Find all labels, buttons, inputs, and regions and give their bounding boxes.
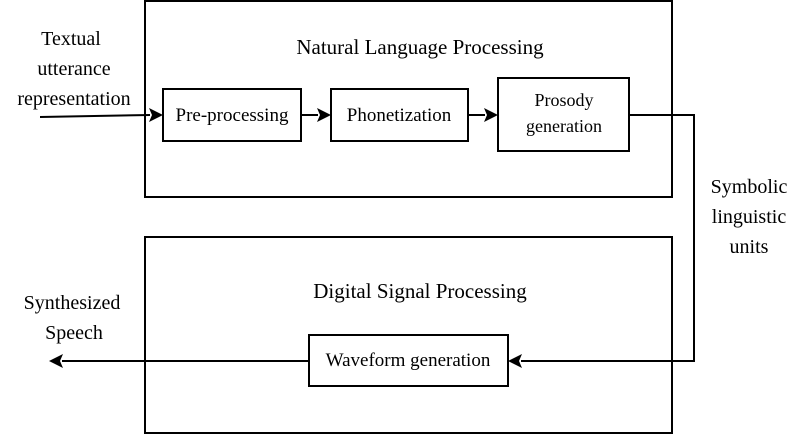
dsp-module-title: Digital Signal Processing: [313, 279, 527, 303]
nlp-module-title: Natural Language Processing: [296, 35, 544, 59]
prosody-label-line1: Prosody: [534, 90, 593, 110]
prosody-label-line2: generation: [526, 116, 602, 136]
output-label-line1: Synthesized: [24, 292, 121, 314]
phonetization-box: [330, 88, 469, 142]
intermediate-label-line3: units: [730, 236, 769, 258]
input-arrow-line: [39, 114, 151, 118]
input-label-line3: representation: [17, 88, 130, 110]
intermediate-label-line2: linguistic: [712, 206, 787, 228]
waveform-generation-label: Waveform generation: [326, 350, 491, 371]
output-arrowhead: [49, 354, 63, 368]
input-arrowhead: [149, 108, 163, 122]
prosody-to-waveform-connector: [521, 114, 695, 362]
input-label-line2: utterance: [37, 58, 110, 80]
output-label-line2: Speech: [45, 322, 103, 344]
input-label-line1: Textual: [41, 28, 101, 50]
prosody-generation-box: [497, 77, 630, 152]
preprocessing-box: [162, 88, 302, 142]
preprocessing-label: Pre-processing: [176, 105, 289, 126]
intermediate-label-line1: Symbolic: [711, 176, 788, 198]
waveform-generation-box: [308, 334, 509, 387]
phonetization-label: Phonetization: [347, 105, 452, 126]
phon-to-prosody-arrowhead: [484, 108, 498, 122]
waveform-input-arrowhead: [508, 354, 522, 368]
pre-to-phon-arrowhead: [317, 108, 331, 122]
